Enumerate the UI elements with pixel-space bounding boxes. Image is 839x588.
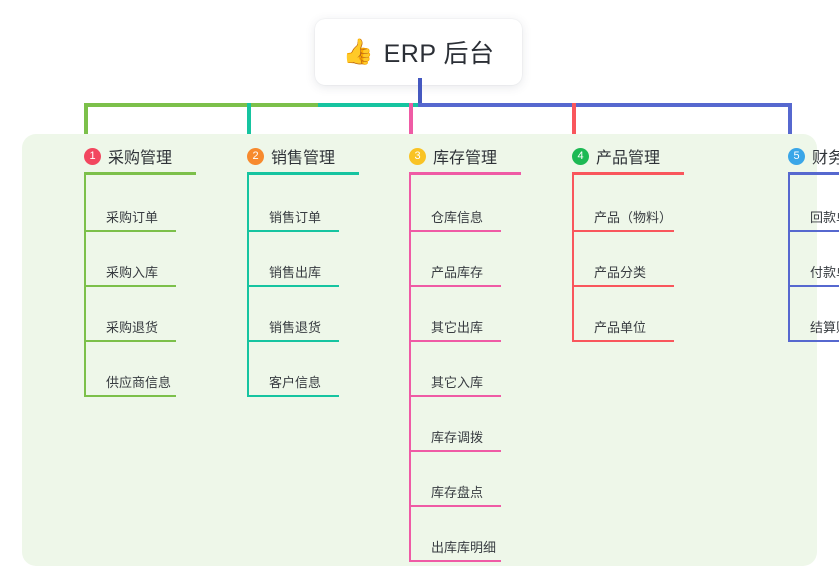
bus-segment-teal [318, 103, 420, 107]
root-title: ERP 后台 [383, 40, 495, 68]
branch-leaf-rule [788, 340, 839, 342]
branch-stub-2 [247, 103, 251, 136]
branch-header-4[interactable]: 4 产品管理 [572, 144, 660, 168]
branch-leaf-rule [788, 230, 839, 232]
branch-leaf-item[interactable]: 出库库明细 [431, 540, 497, 555]
branch-number-badge: 4 [572, 147, 589, 165]
branch-leaf-rule [409, 230, 501, 232]
bus-segment-green [84, 103, 318, 107]
branch-header-rule [572, 172, 684, 175]
branch-number-badge: 1 [84, 147, 101, 165]
branch-leaf-rule [409, 395, 501, 397]
branch-leaf-rule [572, 285, 674, 287]
branch-leaf-rule [572, 340, 674, 342]
branch-leaf-item[interactable]: 销售出库 [269, 265, 322, 280]
branch-leaf-item[interactable]: 其它出库 [431, 320, 484, 335]
branch-leaf-item[interactable]: 产品库存 [431, 265, 484, 280]
branch-header-rule [247, 172, 359, 175]
branch-stub-4 [572, 103, 576, 136]
branch-title: 财务管理 [812, 150, 839, 167]
branch-leaf-item[interactable]: 库存调拨 [431, 430, 484, 445]
branch-leaf-item[interactable]: 回款单 [810, 210, 839, 225]
branch-leaf-item[interactable]: 采购退货 [106, 320, 159, 335]
branch-leaf-rule [84, 395, 176, 397]
branch-leaf-rule [247, 285, 339, 287]
branch-leaf-rule [409, 340, 501, 342]
root-trunk-connector [418, 78, 422, 106]
branch-leaf-rule [84, 285, 176, 287]
branch-header-5[interactable]: 5 财务管理 [788, 144, 839, 168]
branch-leaf-rule [247, 230, 339, 232]
branch-leaf-rule [409, 450, 501, 452]
branch-spine [409, 175, 411, 562]
branch-leaf-item[interactable]: 付款单 [810, 265, 839, 280]
branch-title: 采购管理 [108, 150, 173, 167]
branch-header-1[interactable]: 1 采购管理 [84, 144, 172, 168]
branch-leaf-item[interactable]: 采购订单 [106, 210, 159, 225]
branch-number-badge: 5 [788, 147, 805, 165]
branch-leaf-item[interactable]: 库存盘点 [431, 485, 484, 500]
branch-title: 库存管理 [433, 150, 498, 167]
branch-leaf-item[interactable]: 客户信息 [269, 375, 322, 390]
branch-number-badge: 2 [247, 147, 264, 165]
branch-header-rule [84, 172, 196, 175]
branch-leaf-rule [247, 395, 339, 397]
branch-leaf-item[interactable]: 产品分类 [594, 265, 647, 280]
thumbs-up-icon: 👍 [342, 37, 374, 66]
bus-segment-blue [418, 103, 792, 107]
branch-leaf-rule [84, 340, 176, 342]
branch-leaf-item[interactable]: 其它入库 [431, 375, 484, 390]
branch-leaf-rule [84, 230, 176, 232]
branch-stub-1 [84, 103, 88, 136]
branch-title: 销售管理 [271, 150, 336, 167]
branch-leaf-rule [409, 505, 501, 507]
branch-spine [788, 175, 790, 342]
branch-header-rule [409, 172, 521, 175]
branch-leaf-item[interactable]: 仓库信息 [431, 210, 484, 225]
branch-number-badge: 3 [409, 147, 426, 165]
branch-header-2[interactable]: 2 销售管理 [247, 144, 335, 168]
branch-spine [572, 175, 574, 342]
branch-header-3[interactable]: 3 库存管理 [409, 144, 497, 168]
branch-leaf-rule [409, 285, 501, 287]
branch-leaf-item[interactable]: 产品单位 [594, 320, 647, 335]
branch-leaf-rule [788, 285, 839, 287]
branch-title: 产品管理 [596, 150, 661, 167]
branch-leaf-item[interactable]: 销售订单 [269, 210, 322, 225]
branch-stub-3 [409, 103, 413, 136]
branch-leaf-item[interactable]: 采购入库 [106, 265, 159, 280]
branch-leaf-rule [572, 230, 674, 232]
branch-leaf-item[interactable]: 供应商信息 [106, 375, 172, 390]
branch-leaf-item[interactable]: 结算账户 [810, 320, 839, 335]
branch-leaf-item[interactable]: 产品（物料） [594, 210, 673, 225]
branches-panel: 1 采购管理采购订单采购入库采购退货供应商信息 2 销售管理销售订单销售出库销售退货… [22, 134, 839, 566]
branch-header-rule [788, 172, 839, 175]
branch-leaf-item[interactable]: 销售退货 [269, 320, 322, 335]
branch-leaf-rule [409, 560, 501, 562]
root-node[interactable]: 👍 ERP 后台 [315, 19, 522, 85]
branch-leaf-rule [247, 340, 339, 342]
branch-stub-5 [788, 103, 792, 136]
